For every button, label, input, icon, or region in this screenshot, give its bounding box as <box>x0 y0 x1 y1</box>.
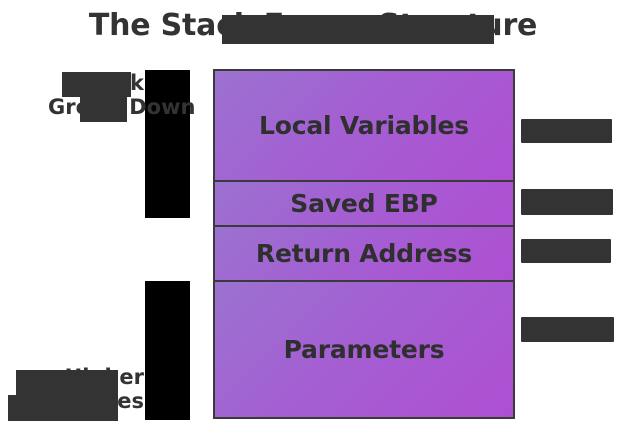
stack-slot-label: Parameters <box>283 335 445 364</box>
higher-addresses-redaction-bar-1 <box>16 370 118 396</box>
stack-slot-label: Saved EBP <box>290 189 438 218</box>
stack-slot-label: Local Variables <box>259 111 469 140</box>
stack-frame-diagram: Local Variables Saved EBP Return Address… <box>213 69 515 419</box>
stack-grows-redaction-bar-1 <box>62 72 131 97</box>
annotation-local-variables-redaction-bar <box>521 119 612 143</box>
higher-addresses-redaction-bar-2 <box>8 395 118 421</box>
stack-grows-redaction-bar-2 <box>80 96 127 122</box>
stack-slot-saved-ebp: Saved EBP <box>213 180 515 225</box>
annotation-saved-ebp-redaction-bar <box>521 189 613 215</box>
stack-slot-return-address: Return Address <box>213 225 515 280</box>
stack-slot-local-variables: Local Variables <box>213 69 515 180</box>
title-redaction-bar <box>222 15 494 44</box>
stack-slot-label: Return Address <box>255 239 473 268</box>
annotation-parameters-redaction-bar <box>521 317 614 342</box>
stack-grows-down-arrow <box>145 70 190 218</box>
higher-addresses-arrow <box>145 281 190 420</box>
annotation-return-address-redaction-bar <box>521 239 611 263</box>
stack-slot-parameters: Parameters <box>213 280 515 419</box>
